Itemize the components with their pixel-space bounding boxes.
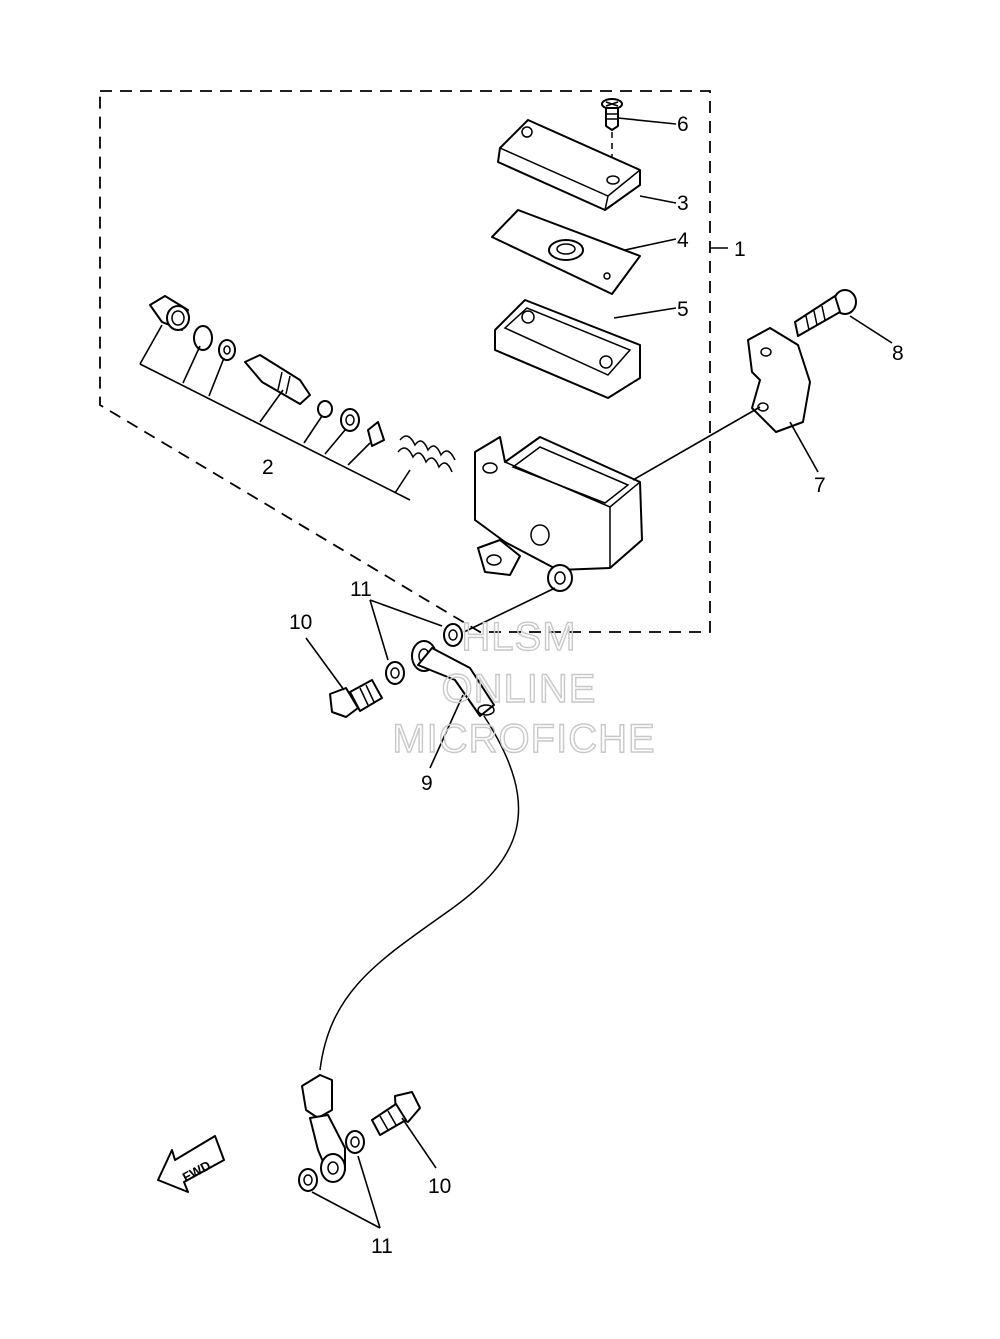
callout-2: 2 [262, 456, 274, 479]
part-3-reservoir-cap[interactable] [497, 119, 641, 211]
assembly-boundary [99, 90, 711, 633]
part-10-union-bolt-upper[interactable] [329, 679, 383, 718]
part-2-piston-kit[interactable] [149, 295, 456, 473]
watermark-line-1: HLSM [461, 615, 576, 659]
callout-3: 3 [677, 192, 689, 215]
callout-11-lower: 11 [371, 1235, 393, 1258]
part-6-screw[interactable] [601, 98, 623, 176]
callout-5: 5 [677, 298, 689, 321]
part-7-holder-clamp[interactable] [747, 327, 811, 433]
watermark-line-2: ONLINE [442, 667, 597, 711]
part-2-leader-lines [139, 324, 411, 501]
part-10-union-bolt-lower[interactable] [371, 1091, 421, 1136]
watermark-line-3: MICROFICHE [392, 717, 655, 761]
part-8-bolt[interactable] [794, 289, 857, 337]
callout-11-upper: 11 [350, 578, 372, 601]
watermark: HLSM ONLINE MICROFICHE [392, 614, 656, 761]
callout-7: 7 [814, 474, 826, 497]
callout-1: 1 [734, 238, 746, 261]
forward-direction-arrow-icon: FWD [157, 1135, 225, 1193]
part-9-brake-hose[interactable] [301, 640, 520, 1183]
part-5-diaphragm[interactable] [494, 299, 641, 399]
callout-10-lower: 10 [428, 1175, 451, 1198]
part-4-plate[interactable] [491, 209, 641, 295]
callout-6: 6 [677, 113, 689, 136]
callout-leader-lines [305, 117, 893, 1229]
part-1-master-cylinder-body[interactable] [474, 436, 643, 592]
callout-9: 9 [421, 772, 433, 795]
callout-10-upper: 10 [289, 611, 312, 634]
part-11-washers[interactable] [298, 623, 463, 1192]
callout-4: 4 [677, 229, 689, 252]
callout-8: 8 [892, 342, 904, 365]
